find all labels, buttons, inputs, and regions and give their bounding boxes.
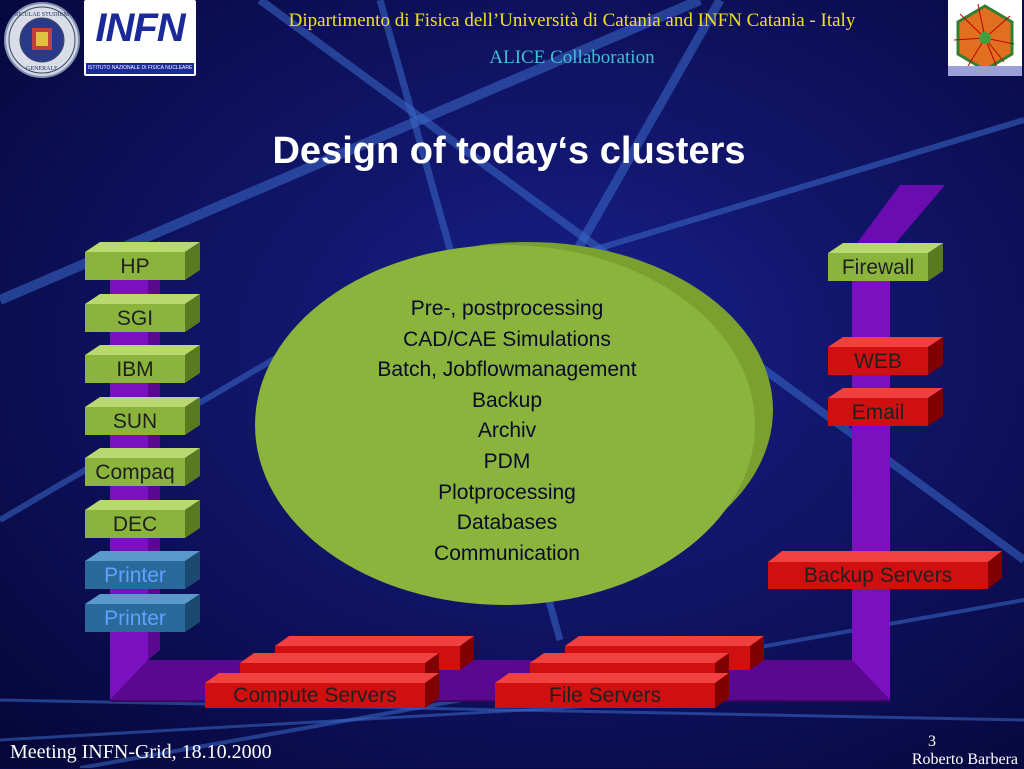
services-ellipse-shape <box>255 245 755 605</box>
ibm-label: IBM <box>116 358 154 381</box>
ellipse-item: Archiv <box>477 419 537 443</box>
alice-logo <box>948 0 1022 76</box>
compaq-label: Compaq <box>95 461 175 484</box>
ellipse-item: Communication <box>434 541 580 565</box>
web-label: WEB <box>854 350 902 373</box>
firewall-label: Firewall <box>841 256 915 279</box>
ellipse-item: Plotprocessing <box>438 480 576 504</box>
alice-event-icon <box>948 0 1022 76</box>
dec-label: DEC <box>112 513 158 536</box>
compute-servers-stack <box>205 636 474 708</box>
printer-box-2 <box>85 594 200 632</box>
infn-logo: INFN ISTITUTO NAZIONALE DI FISICA NUCLEA… <box>84 0 196 76</box>
footer-author: Roberto Barbera <box>911 751 1018 768</box>
sgi-box <box>85 294 200 332</box>
ellipse-item: Pre-, postprocessing <box>410 297 604 320</box>
email-box <box>828 388 943 426</box>
seal-text: SICULAE STUDIUM <box>15 12 70 18</box>
services-ellipse: Pre-, postprocessing CAD/CAE Simulations… <box>307 294 707 569</box>
hp-box <box>85 242 200 280</box>
ibm-box <box>85 345 200 383</box>
printer-label-2: Printer <box>104 607 166 630</box>
header-affiliation: Dipartimento di Fisica dell’Università d… <box>288 10 856 31</box>
printer-label-1: Printer <box>104 564 166 587</box>
compute-servers-label: Compute Servers <box>233 684 397 707</box>
university-seal-logo: SICULAE STUDIUM GENERALE <box>4 2 80 78</box>
infn-logo-subtitle: ISTITUTO NAZIONALE DI FISICA NUCLEARE <box>86 63 194 74</box>
slide-title: Design of today‘s clusters <box>272 130 746 172</box>
ellipse-item: Backup <box>471 388 543 412</box>
file-servers-label: File Servers <box>548 684 662 707</box>
compaq-box <box>85 448 200 486</box>
ellipse-item: Batch, Jobflowmanagement <box>377 358 637 382</box>
header-collaboration: ALICE Collaboration <box>489 47 655 68</box>
backup-servers-label: Backup Servers <box>803 564 953 587</box>
email-label: Email <box>851 401 905 424</box>
dec-box <box>85 500 200 538</box>
backup-servers-box <box>768 551 1002 589</box>
firewall-box <box>828 243 943 281</box>
hp-label: HP <box>120 255 150 278</box>
svg-text:GENERALE: GENERALE <box>26 66 58 72</box>
seal-icon: SICULAE STUDIUM GENERALE <box>8 6 76 74</box>
ellipse-item: CAD/CAE Simulations <box>403 327 611 351</box>
sun-label: SUN <box>112 410 158 433</box>
ellipse-item: PDM <box>483 449 531 473</box>
footer-meeting: Meeting INFN-Grid, 18.10.2000 <box>10 741 272 763</box>
sun-box <box>85 397 200 435</box>
printer-box-1 <box>85 551 200 589</box>
page-number: 3 <box>928 733 936 750</box>
sgi-label: SGI <box>116 307 154 330</box>
web-box <box>828 337 943 375</box>
file-servers-stack <box>495 636 764 708</box>
ellipse-item: Databases <box>456 511 558 535</box>
infn-logo-text: INFN <box>95 6 185 50</box>
